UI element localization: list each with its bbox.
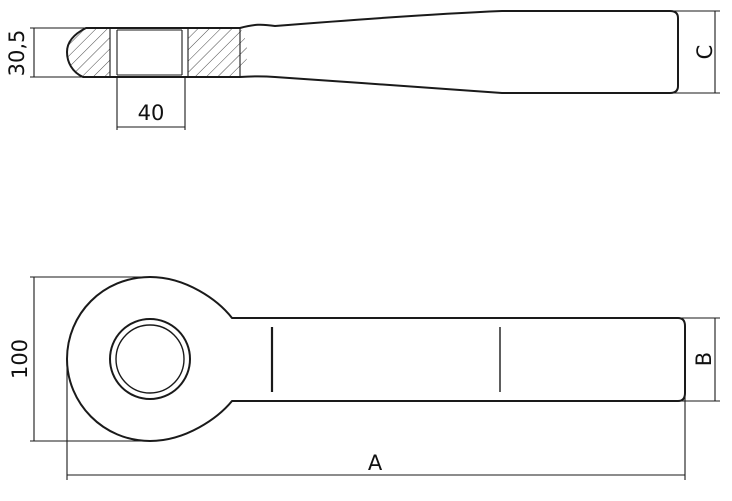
shank-b-label: B <box>692 352 716 366</box>
length-a-label: A <box>368 451 383 475</box>
front-view: 100 B A <box>8 276 720 480</box>
thickness-label: 30,5 <box>5 30 29 77</box>
dimension-length-a: A <box>66 360 686 480</box>
dimension-hole: 40 <box>116 77 186 130</box>
dimension-shank-b: B <box>678 317 720 402</box>
top-view: 30,5 40 C <box>5 10 720 130</box>
top-view-outline <box>66 10 679 94</box>
section-hatch-left <box>67 28 110 77</box>
dimension-thickness: 30,5 <box>5 27 88 78</box>
dimension-end-c: C <box>672 10 720 94</box>
hole-label: 40 <box>138 101 165 125</box>
section-hatch-right <box>188 28 248 77</box>
end-c-label: C <box>693 45 717 60</box>
eye-hole-inner <box>115 324 185 394</box>
height-label: 100 <box>8 339 32 379</box>
dimension-height: 100 <box>8 276 150 442</box>
